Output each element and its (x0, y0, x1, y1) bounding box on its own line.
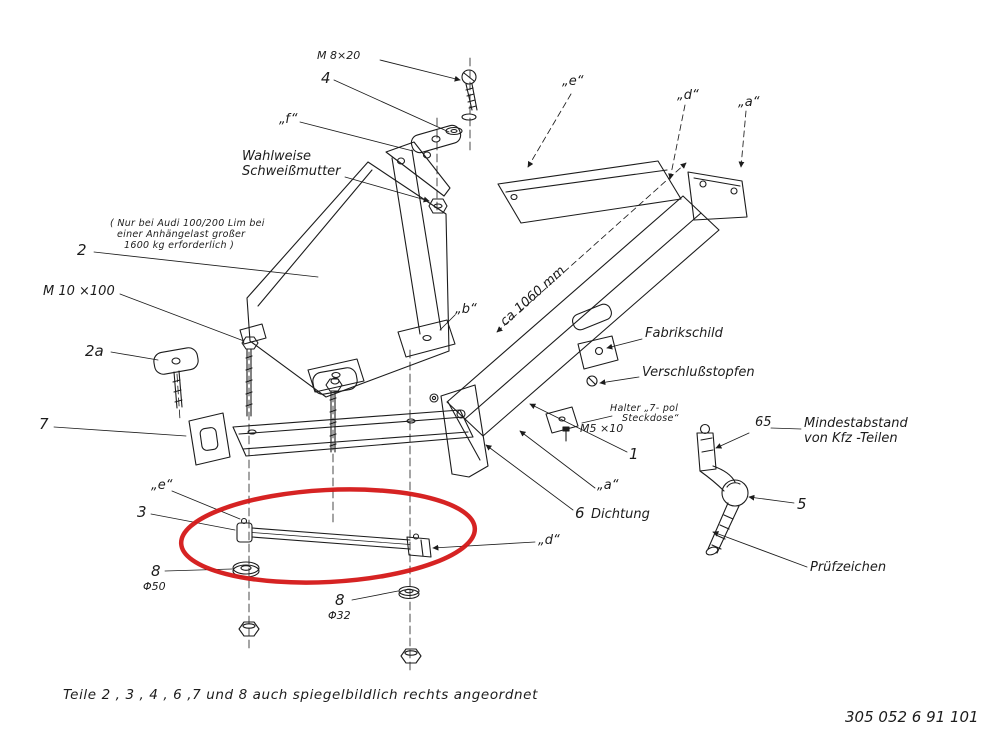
footer-note: Teile 2 , 3 , 4 , 6 ,7 und 8 auch spiege… (63, 687, 538, 703)
label-part-1: 1 (629, 445, 639, 463)
top-cross-beam (497, 160, 682, 224)
clamp-plate-4 (410, 124, 462, 154)
label-part-7: 7 (39, 415, 49, 433)
bolt-m10-right (325, 378, 343, 453)
washer-phi32 (398, 585, 420, 600)
label-wahlweise-2: Schweißmutter (242, 164, 341, 179)
nut-right (400, 648, 422, 664)
leader-lines (53, 59, 808, 601)
label-m5x10: M5 ×10 (580, 422, 624, 435)
label-part-3: 3 (137, 503, 147, 521)
label-m8x20: M 8×20 (317, 49, 361, 62)
bolt-m10-left (241, 336, 259, 417)
label-dichtung: Dichtung (591, 507, 650, 522)
label-note-2: einer Anhängelast großer (117, 229, 246, 240)
label-halter-1: Halter „7- pol (610, 403, 679, 414)
label-note-1: ( Nur bei Audi 100/200 Lim bei (110, 218, 265, 229)
label-ref-b: „b“ (455, 302, 477, 317)
label-part-6: 6 (575, 504, 585, 522)
highlight-circle (178, 487, 478, 585)
label-ref-d-bottom: „d“ (538, 533, 560, 548)
label-ref-a-bottom: „a“ (597, 478, 619, 493)
ball-hitch-5 (696, 423, 749, 556)
nut-left (238, 621, 260, 637)
spacer-bracket-7 (188, 412, 231, 466)
label-phi32: Φ32 (328, 609, 351, 622)
label-ref-a-top: „a“ (738, 95, 760, 110)
label-part-2: 2 (77, 241, 87, 259)
label-part-8-right: 8 (335, 591, 345, 609)
label-part-5: 5 (797, 495, 807, 513)
reference-dashed-leaders (496, 93, 747, 333)
label-mindestabstand-2: von Kfz -Teilen (804, 431, 898, 446)
label-m10x100: M 10 ×100 (43, 284, 115, 299)
label-halter-2: Steckdose“ (622, 413, 679, 424)
bracket-arm (307, 141, 456, 393)
label-fabrikschild: Fabrikschild (645, 326, 723, 341)
fabrikschild-clamp (572, 303, 619, 387)
channel-rail (232, 409, 474, 457)
label-part-2a: 2a (85, 342, 104, 360)
cross-bar-3 (236, 517, 432, 558)
label-part-8-left: 8 (151, 562, 161, 580)
label-ref-f: „f“ (279, 112, 298, 127)
label-part-4: 4 (321, 69, 331, 87)
label-ref-e-top: „e“ (562, 74, 584, 89)
socket-holder (545, 406, 579, 442)
document-number: 305 052 6 91 101 (845, 708, 979, 726)
end-bracket-right (687, 171, 748, 221)
label-dim-65: 65 (755, 415, 772, 430)
label-pruefzeichen: Prüfzeichen (810, 560, 887, 575)
label-mindestabstand-1: Mindestabstand (804, 416, 908, 431)
clamp-plates-2a (153, 347, 358, 409)
beam-end-elbow (440, 384, 489, 478)
construction-centerlines (176, 57, 471, 673)
label-wahlweise-1: Wahlweise (242, 149, 311, 164)
label-ref-d-top: „d“ (677, 88, 699, 103)
label-phi50: Φ50 (143, 580, 166, 593)
mounting-plate-2 (239, 161, 450, 398)
screw-m8x20 (445, 69, 478, 136)
label-verschlussstopfen: Verschlußstopfen (642, 365, 755, 380)
label-note-3: 1600 kg erforderlich ) (124, 240, 235, 251)
label-ref-e-bottom: „e“ (151, 478, 173, 493)
